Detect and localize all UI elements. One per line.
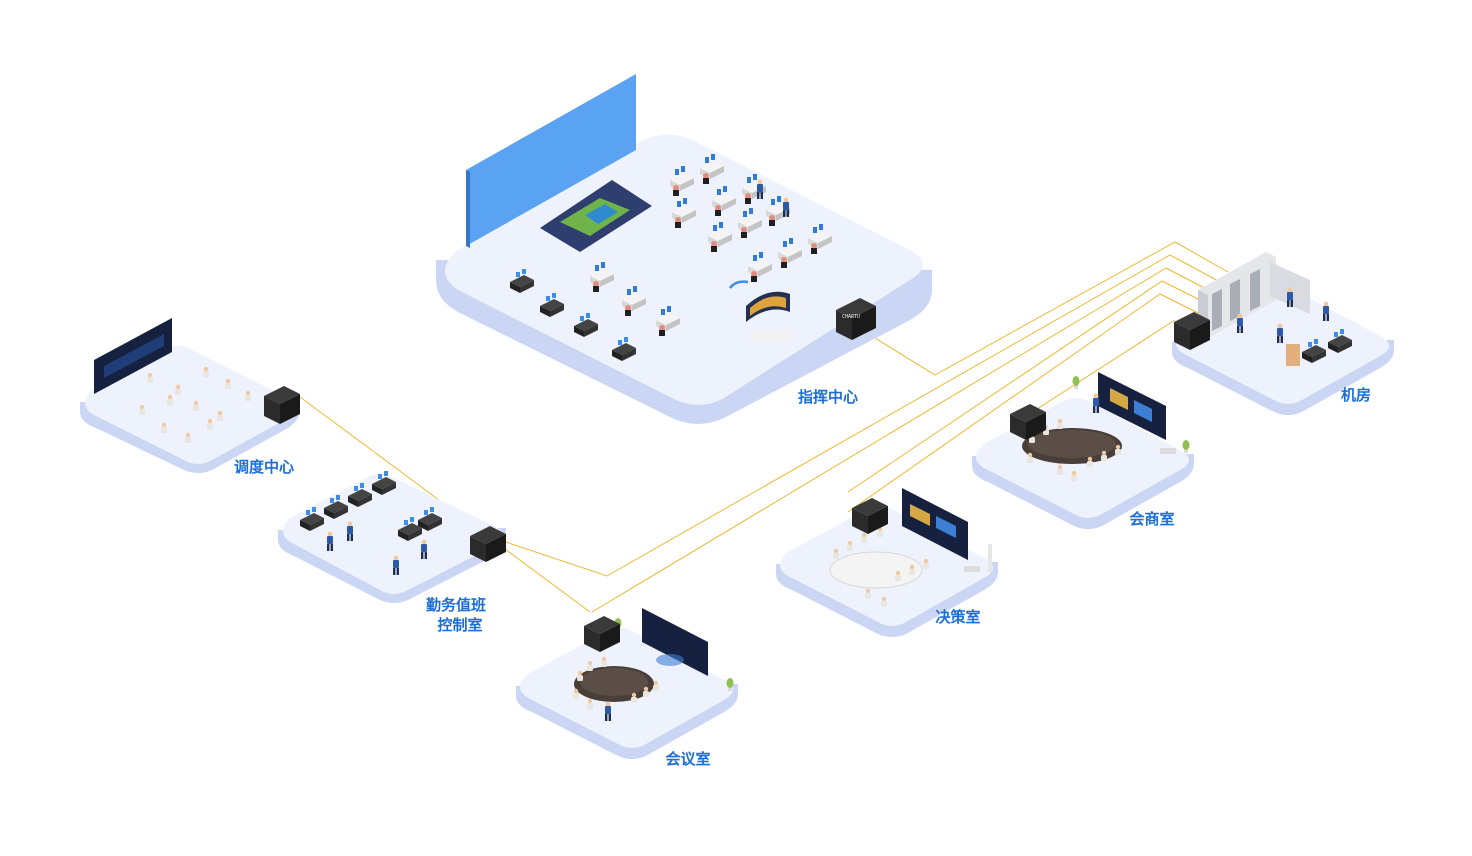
device-brand-label: CHARTU: [842, 314, 860, 320]
link-duty-to-machine: [487, 254, 1223, 577]
link-meeting-to-machine: [591, 267, 1215, 613]
device-box-machine: [1174, 312, 1210, 350]
device-box-meeting: [584, 616, 620, 652]
decision-room-label: 决策室: [935, 608, 980, 626]
link-decision-to-machine-b: [847, 293, 1199, 513]
command-center-label: 指挥中心: [798, 388, 858, 406]
duty-room-label-line2: 控制室: [437, 616, 482, 634]
duty-room-label-line1: 勤务值班: [426, 596, 486, 614]
device-box-duty: [470, 526, 506, 562]
meeting-room: 会议室: [516, 608, 738, 768]
device-box-command: CHARTU: [836, 298, 876, 340]
link-consult-to-machine: [1019, 319, 1176, 421]
meeting-wall-screen: [642, 608, 708, 676]
consultation-wall-screen: [1098, 372, 1166, 440]
consultation-room: 会商室: [972, 372, 1194, 529]
consultation-room-label: 会商室: [1129, 510, 1174, 528]
device-box-consultation: [1010, 404, 1046, 440]
decision-wall-screen: [902, 488, 968, 560]
decision-table: [829, 551, 923, 589]
command-center: CHARTU 指挥中心: [436, 74, 932, 424]
decision-room: 决策室: [776, 488, 998, 637]
curved-console: [746, 291, 792, 342]
device-box-dispatch: [264, 386, 300, 424]
link-command-to-machine: [861, 241, 1229, 376]
video-wall-screen: [466, 74, 636, 246]
device-box-decision: [852, 498, 888, 534]
dispatch-center: 调度中心: [80, 318, 300, 476]
link-lines: [299, 241, 1229, 613]
duty-control-room: 勤务值班 控制室: [278, 471, 506, 634]
meeting-room-label: 会议室: [665, 750, 710, 768]
machine-room-label: 机房: [1341, 386, 1371, 404]
dispatch-center-label: 调度中心: [234, 458, 294, 476]
machine-room: 机房: [1172, 252, 1394, 415]
link-decision-to-machine-a: [847, 280, 1207, 493]
